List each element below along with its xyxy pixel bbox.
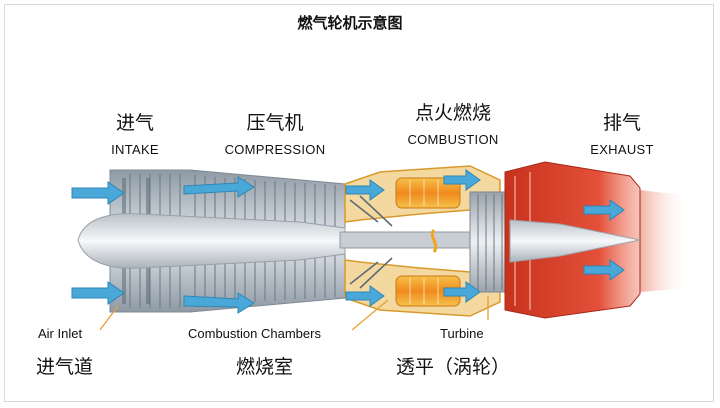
hotgas-arrow-bottom <box>443 281 481 303</box>
air-inlet-label: Air Inlet <box>38 326 83 341</box>
section-combustion-zh: 点火燃烧 <box>414 102 491 124</box>
exhaust-tail-cone <box>509 219 641 263</box>
turbine-label: Turbine <box>440 326 484 341</box>
exhaust-plume <box>640 190 690 292</box>
combustion-chambers-leader <box>351 299 389 331</box>
combustion-chambers-label: Combustion Chambers <box>188 326 321 341</box>
combustion-chambers-zh-label: 燃烧室 <box>236 356 294 378</box>
intake-arrow-top <box>71 181 125 205</box>
compressor-arrow-bottom <box>183 292 255 314</box>
section-exhaust: 排气 EXHAUST <box>572 111 672 159</box>
section-intake-en: INTAKE <box>111 142 159 157</box>
exhaust-arrow-top <box>583 199 625 221</box>
section-compression-en: COMPRESSION <box>224 142 326 157</box>
section-compression-zh: 压气机 <box>246 112 304 134</box>
section-exhaust-zh: 排气 <box>602 112 641 134</box>
diffuser-struts <box>349 195 393 289</box>
section-compression: 压气机 COMPRESSION <box>205 111 345 159</box>
combustor-arrow-top <box>345 179 385 201</box>
diagram-frame <box>4 4 714 402</box>
intake-arrow-bottom <box>71 281 125 305</box>
turbine-zh-label: 透平（涡轮） <box>396 356 511 378</box>
diagram-title: 燃气轮机示意图 <box>297 14 403 32</box>
exhaust-arrow-bottom <box>583 259 625 281</box>
hotgas-arrow-top <box>443 169 481 191</box>
air-inlet-zh-label: 进气道 <box>36 356 94 378</box>
turbine-rotor <box>469 191 511 293</box>
turbine-blades <box>477 194 503 290</box>
combustor-arrow-bottom <box>345 285 385 307</box>
section-intake: 进气 INTAKE <box>105 111 165 159</box>
combustor-liner-lines <box>409 180 439 304</box>
section-combustion: 点火燃烧 COMBUSTION <box>393 101 513 149</box>
section-exhaust-en: EXHAUST <box>590 142 654 157</box>
combustion-chamber-top <box>395 177 461 209</box>
air-inlet-leader <box>99 305 119 331</box>
callout-leaders <box>99 296 489 331</box>
compressor-arrow-top <box>183 176 255 198</box>
section-intake-zh: 进气 <box>115 112 154 134</box>
airflow-arrows <box>71 169 625 314</box>
section-combustion-en: COMBUSTION <box>407 132 499 147</box>
swirl-marker-icon <box>430 228 438 253</box>
